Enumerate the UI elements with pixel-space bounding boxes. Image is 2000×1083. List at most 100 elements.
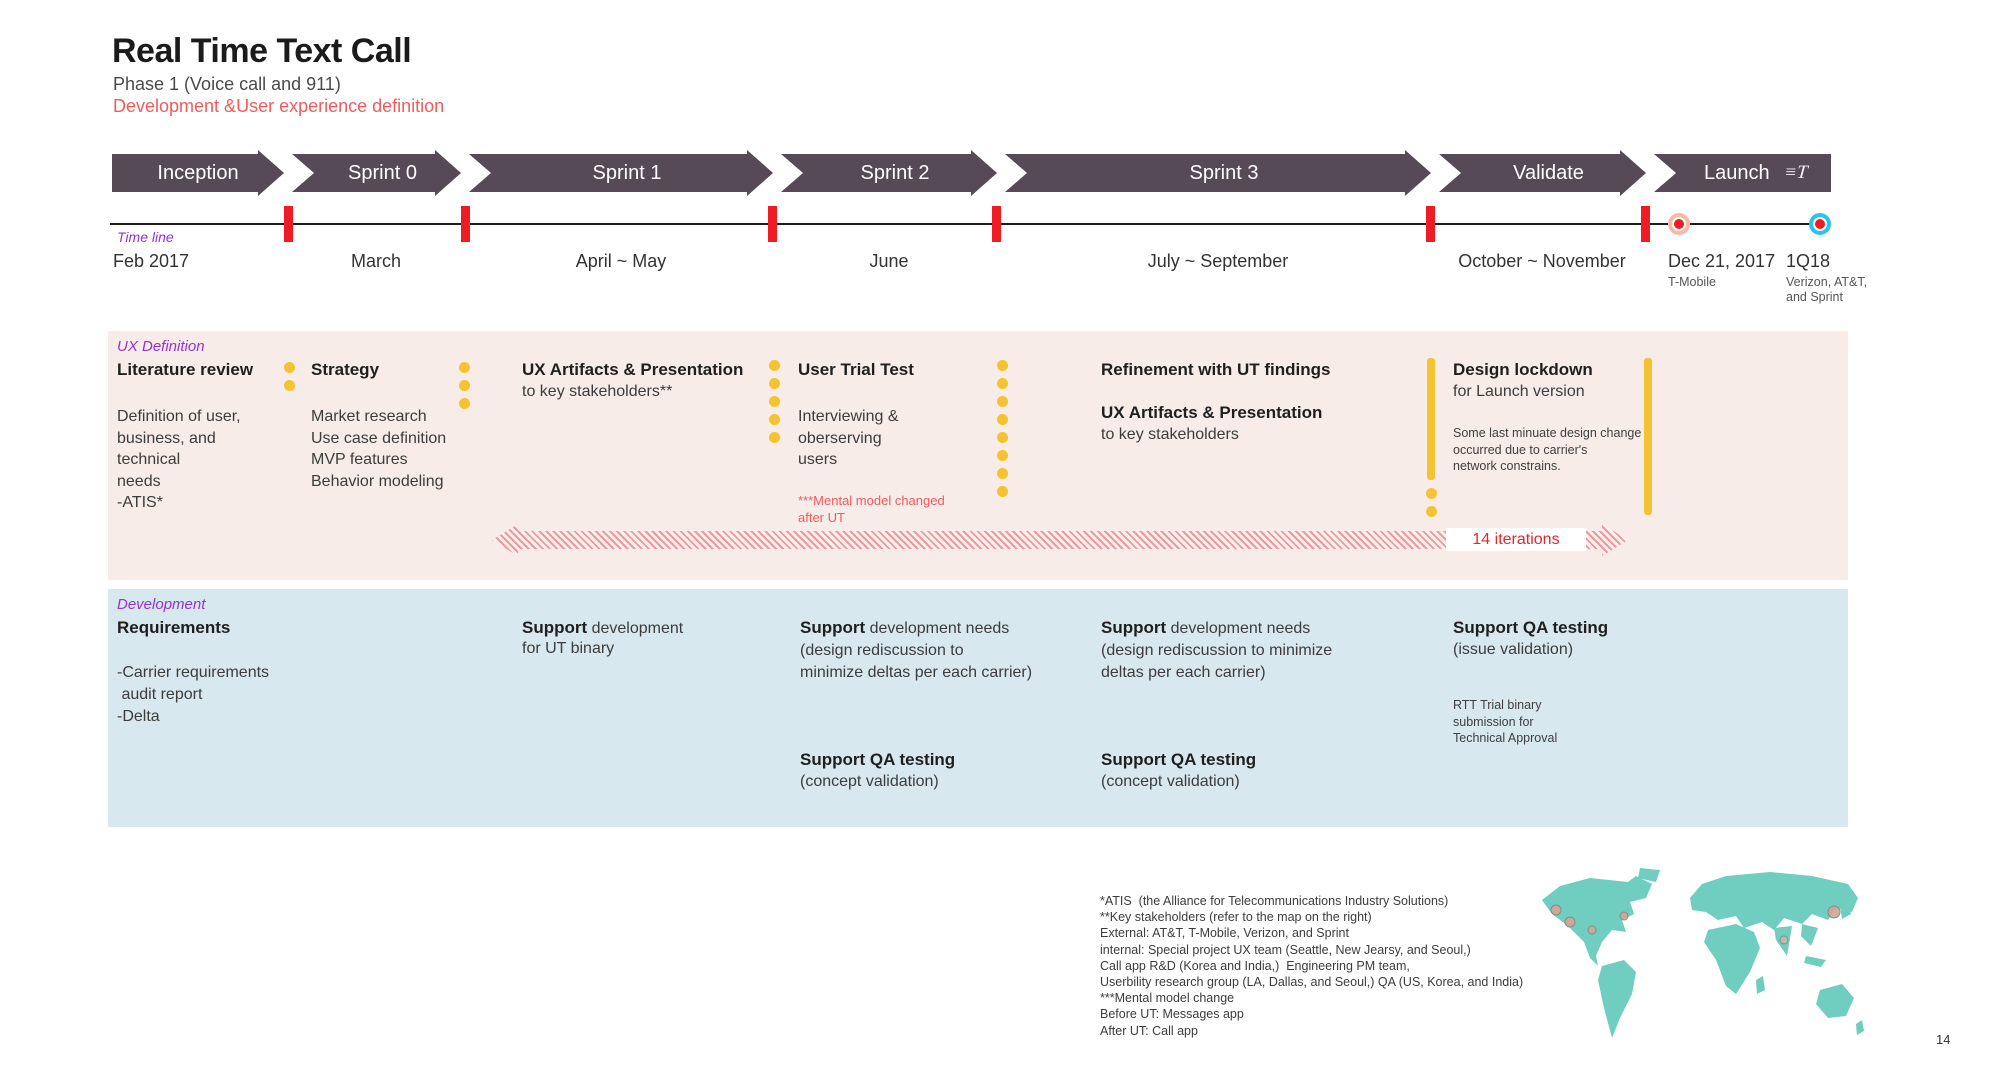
ux-artifacts2-sub: to key stakeholders xyxy=(1101,426,1239,443)
islands-new-zealand xyxy=(1856,1020,1864,1035)
islands-japan xyxy=(1840,902,1851,919)
dev-sprint3-support: Support development needs xyxy=(1101,618,1310,638)
dev-sprint1-support: Support development xyxy=(522,618,683,638)
dev-sprint2-support: Support development needs xyxy=(800,618,1009,638)
timeline-tick xyxy=(284,206,293,242)
date-ga-carriers: Verizon, AT&T, and Sprint xyxy=(1786,275,1868,304)
timeline-tick xyxy=(1641,206,1650,242)
islands-indonesia xyxy=(1804,956,1826,967)
date-july-september: July ~ September xyxy=(1147,251,1289,271)
timeline-tick xyxy=(768,206,777,242)
date-launch-label: Dec 21, 2017 xyxy=(1668,251,1776,271)
ux-artifacts-sub: to key stakeholders** xyxy=(522,383,673,400)
map-marker-india xyxy=(1779,935,1789,945)
design-lockdown-bar xyxy=(1644,358,1652,515)
date-feb-2017: Feb 2017 xyxy=(113,251,190,271)
marker-dot xyxy=(1674,219,1684,229)
phase-launch: Launch ≡T xyxy=(1654,150,1831,196)
date-ga-label: 1Q18 xyxy=(1786,251,1831,271)
support-rest: development needs xyxy=(1166,620,1311,637)
timeline-label: Time line xyxy=(117,229,174,245)
world-map xyxy=(1542,868,1864,1038)
date-october-november: October ~ November xyxy=(1458,251,1626,271)
marker-dot xyxy=(1815,219,1825,229)
ux-user-trial-title: User Trial Test xyxy=(798,360,914,379)
timeline-tick xyxy=(992,206,1001,242)
date-launch: Dec 21, 2017 T-Mobile xyxy=(1668,251,1775,290)
dev-sprint3-body: (design rediscussion to minimize deltas … xyxy=(1101,642,1333,681)
ux-artifacts2-title: UX Artifacts & Presentation xyxy=(1101,403,1323,422)
phase-label: Validate xyxy=(1513,161,1584,184)
date-april-may: April ~ May xyxy=(575,251,667,271)
ux-refinement-title: Refinement with UT findings xyxy=(1101,360,1331,379)
support-rest: development needs xyxy=(865,620,1010,637)
design-freeze-bar xyxy=(1427,358,1435,480)
continent-north-america xyxy=(1542,876,1652,966)
ux-strategy-title: Strategy xyxy=(311,360,380,379)
ux-literature-review-title: Literature review xyxy=(117,360,254,379)
region-se-asia xyxy=(1801,924,1818,946)
page-title: Real Time Text Call xyxy=(112,32,412,70)
ux-design-lockdown-title: Design lockdown xyxy=(1453,360,1593,379)
milestone-dots xyxy=(1426,488,1437,524)
dev-sprint3-qa-body: (concept validation) xyxy=(1101,773,1240,790)
footnotes: *ATIS (the Alliance for Telecommunicatio… xyxy=(1100,894,1524,1038)
phase-label: Launch xyxy=(1703,161,1770,184)
development-section xyxy=(108,589,1848,827)
phase-sprint-2: Sprint 2 xyxy=(781,150,997,196)
ux-section-label: UX Definition xyxy=(117,338,205,355)
phase-inception: Inception xyxy=(112,150,284,196)
timeline-axis xyxy=(110,223,1821,225)
continent-australia xyxy=(1816,984,1854,1018)
continent-south-america xyxy=(1598,960,1636,1038)
phase-label: Sprint 2 xyxy=(860,161,930,184)
phase-sprint-1: Sprint 1 xyxy=(469,150,773,196)
ux-design-lockdown-sub: for Launch version xyxy=(1453,383,1585,400)
dev-validate-qa-title: Support QA testing xyxy=(1453,618,1609,637)
phase-label: Sprint 3 xyxy=(1189,161,1259,184)
phase-validate: Validate xyxy=(1439,150,1646,196)
phase-sprint-3: Sprint 3 xyxy=(1005,150,1431,196)
milestone-dots xyxy=(284,362,295,398)
map-marker-seoul xyxy=(1827,905,1841,919)
phase-label: Sprint 0 xyxy=(348,161,417,184)
page-tagline: Development &User experience definition xyxy=(113,96,445,116)
milestone-dots xyxy=(459,362,470,416)
dev-sprint2-qa-body: (concept validation) xyxy=(800,773,939,790)
dev-validate-qa-body: (issue validation) xyxy=(1453,641,1574,658)
date-june: June xyxy=(869,251,909,271)
dev-sprint3-qa-title: Support QA testing xyxy=(1101,750,1257,769)
date-ga: 1Q18 Verizon, AT&T, and Sprint xyxy=(1786,251,1867,305)
milestone-dots xyxy=(769,360,780,450)
page-number: 14 xyxy=(1936,1032,1951,1047)
date-march: March xyxy=(350,251,402,271)
launch-milestone-marker xyxy=(1668,213,1690,235)
phase-sprint-0: Sprint 0 xyxy=(292,150,461,196)
continent-africa xyxy=(1704,924,1760,994)
ux-user-trial-body: Interviewing & oberserving users xyxy=(798,408,899,468)
support-bold: Support xyxy=(522,618,588,637)
support-bold: Support xyxy=(1101,618,1167,637)
support-rest: development xyxy=(587,620,684,637)
continent-greenland xyxy=(1638,868,1660,882)
map-marker-dallas xyxy=(1587,925,1597,935)
dev-section-label: Development xyxy=(117,596,206,613)
map-marker-seattle xyxy=(1550,904,1562,916)
ux-artifacts-title: UX Artifacts & Presentation xyxy=(522,360,744,379)
phase-label: Inception xyxy=(157,161,239,184)
support-bold: Support xyxy=(800,618,866,637)
rtt-logo-icon: ≡T xyxy=(1782,162,1809,183)
ux-literature-review-body: Definition of user, business, and techni… xyxy=(117,408,241,511)
map-marker-la xyxy=(1564,916,1576,928)
map-marker-new-jersey xyxy=(1619,911,1629,921)
island-madagascar xyxy=(1756,976,1765,994)
dev-requirements-body: -Carrier requirements audit report -Delt… xyxy=(117,664,270,725)
dev-sprint2-body: (design rediscussion to minimize deltas … xyxy=(800,642,1033,681)
phase-label: Sprint 1 xyxy=(592,161,662,184)
ux-mental-model-note: ***Mental model changed after UT xyxy=(798,493,945,525)
dev-requirements-title: Requirements xyxy=(117,618,231,637)
continent-eurasia xyxy=(1690,872,1858,930)
date-launch-carrier: T-Mobile xyxy=(1668,275,1716,289)
timeline-tick xyxy=(1426,206,1435,242)
